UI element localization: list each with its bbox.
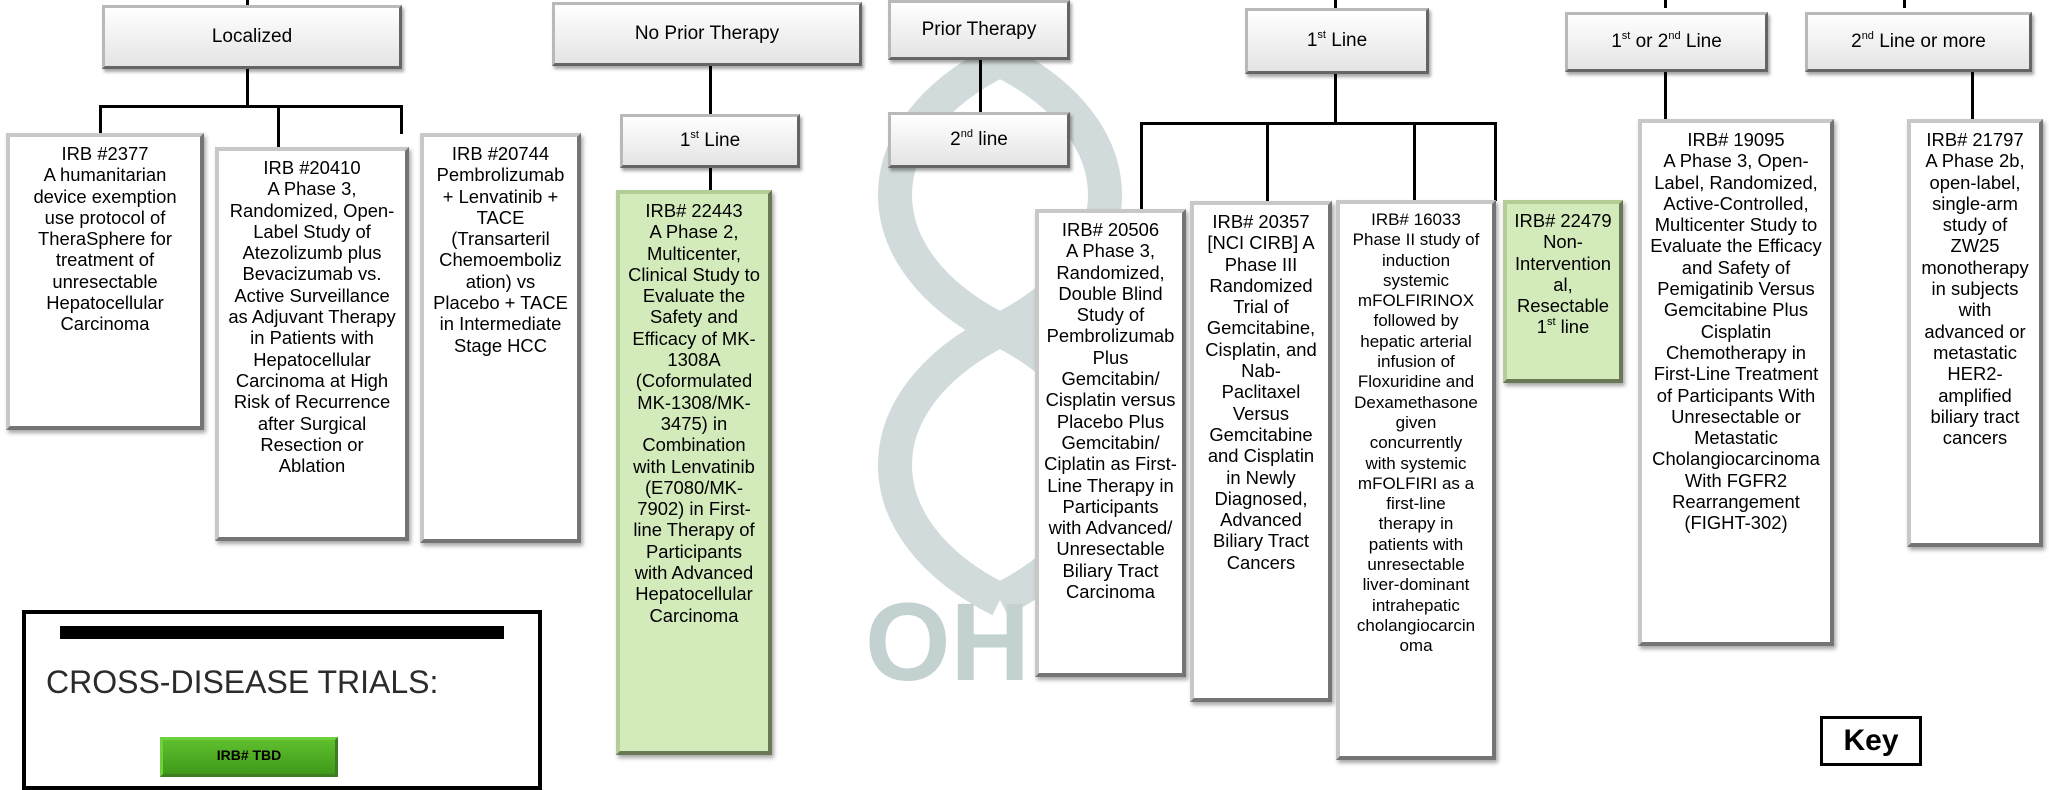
cross-disease-panel: CROSS-DISEASE TRIALS: IRB# TBD (22, 610, 542, 790)
cross-disease-bar (60, 626, 504, 639)
trial-irb-20410: IRB #20410 A Phase 3, Randomized, Open- … (215, 147, 409, 541)
subheader-second-line-label: 2nd line (950, 127, 1008, 150)
connector-line (246, 0, 249, 8)
subheader-second-line: 2nd line (888, 112, 1070, 168)
trial-irb-21797-text: IRB# 21797 A Phase 2b, open-label, singl… (1921, 129, 2029, 449)
subheader-first-line: 1st Line (620, 114, 800, 168)
header-second-line-or-more-label: 2nd Line or more (1851, 29, 1986, 52)
trial-irb-2377: IRB #2377 A humanitarian device exemptio… (6, 133, 204, 430)
trial-irb-22443: IRB# 22443 A Phase 2, Multicenter, Clini… (616, 190, 772, 755)
connector-line (246, 68, 249, 107)
trial-irb-19095-text: IRB# 19095 A Phase 3, Open- Label, Rando… (1650, 129, 1822, 534)
trial-irb-20506-text: IRB# 20506 A Phase 3, Randomized, Double… (1044, 219, 1177, 603)
header-second-line-or-more: 2nd Line or more (1805, 12, 2032, 72)
connector-line (1664, 0, 1667, 8)
trial-irb-20357-text: IRB# 20357 [NCI CIRB] A Phase III Random… (1205, 211, 1317, 573)
trial-irb-22479: IRB# 22479 Non- Intervention al, Resecta… (1503, 200, 1623, 383)
key-legend-title: Key (1820, 716, 1922, 766)
trial-irb-20744-text: IRB #20744 Pembrolizumab + Lenvatinib + … (433, 143, 568, 356)
connector-line (1334, 0, 1337, 8)
watermark-text: OH (865, 581, 1030, 704)
connector-line (1664, 70, 1667, 120)
trial-irb-20410-text: IRB #20410 A Phase 3, Randomized, Open- … (228, 157, 396, 477)
header-prior-therapy-label: Prior Therapy (921, 19, 1037, 40)
header-localized-label: Localized (211, 26, 293, 47)
trial-irb-20506: IRB# 20506 A Phase 3, Randomized, Double… (1035, 209, 1186, 677)
trial-irb-20357: IRB# 20357 [NCI CIRB] A Phase III Random… (1190, 201, 1332, 702)
connector-line (709, 166, 712, 190)
connector-line (1266, 122, 1269, 201)
header-prior-therapy: Prior Therapy (888, 0, 1070, 60)
connector-line (400, 105, 403, 134)
trial-irb-2377-text: IRB #2377 A humanitarian device exemptio… (33, 143, 177, 335)
connector-line (709, 65, 712, 115)
header-first-line-label: 1st Line (1306, 28, 1368, 51)
trial-irb-19095: IRB# 19095 A Phase 3, Open- Label, Rando… (1638, 119, 1834, 646)
connector-line (1903, 0, 1906, 8)
connector-line (1334, 73, 1337, 124)
header-first-or-second-line: 1st or 2nd Line (1565, 12, 1768, 72)
connector-line (99, 105, 102, 134)
trial-irb-20744: IRB #20744 Pembrolizumab + Lenvatinib + … (420, 133, 581, 543)
connector-line (1140, 122, 1494, 125)
header-localized: Localized (102, 5, 402, 69)
trial-irb-22479-text: IRB# 22479 Non- Intervention al, Resecta… (1514, 210, 1612, 317)
cross-disease-title: CROSS-DISEASE TRIALS: (46, 664, 439, 700)
subheader-first-line-label: 1st Line (679, 128, 741, 151)
connector-line (1494, 122, 1497, 201)
header-no-prior-therapy-label: No Prior Therapy (634, 23, 780, 44)
connector-line (1140, 122, 1143, 215)
trial-irb-22479-line: 1st line (1536, 316, 1590, 338)
trial-irb-16033-text: IRB# 16033 Phase II study of induction s… (1352, 210, 1480, 656)
header-first-line: 1st Line (1245, 8, 1429, 74)
connector-line (99, 105, 402, 108)
cross-disease-trial-badge: IRB# TBD (160, 737, 338, 777)
trial-irb-21797: IRB# 21797 A Phase 2b, open-label, singl… (1907, 119, 2043, 547)
header-no-prior-therapy: No Prior Therapy (552, 2, 862, 66)
connector-line (1971, 72, 1974, 120)
trial-irb-22443-text: IRB# 22443 A Phase 2, Multicenter, Clini… (628, 200, 760, 626)
trial-irb-16033: IRB# 16033 Phase II study of induction s… (1336, 200, 1496, 760)
connector-line (979, 59, 982, 113)
connector-line (277, 105, 280, 149)
connector-line (1413, 122, 1416, 201)
header-first-or-second-line-label: 1st or 2nd Line (1611, 29, 1722, 52)
